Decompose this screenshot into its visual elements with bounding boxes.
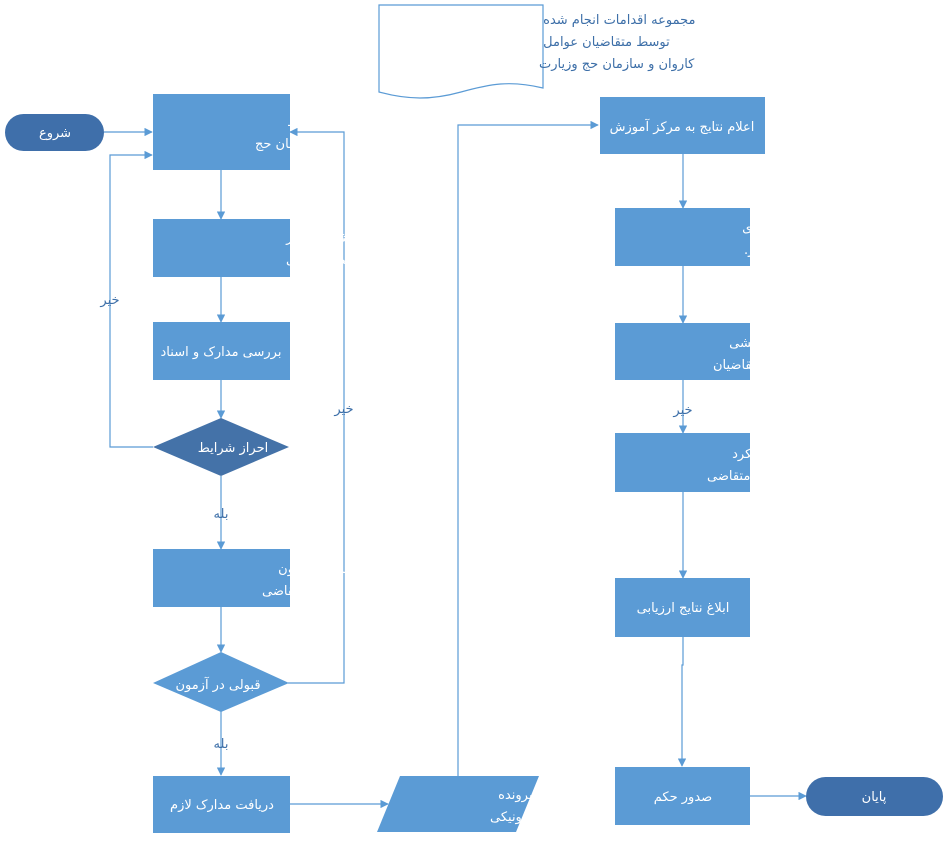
eligibility-label: احراز شرایط xyxy=(198,441,268,456)
node-hold-courses: برگزاری دوره های آموزشی مورد نیاز. xyxy=(615,208,847,266)
take-exam-line-2: توسط متقاضی xyxy=(262,584,343,599)
document-line-2: توسط متقاضیان عوامل xyxy=(543,35,670,50)
evaluate-line-2: متقاضی xyxy=(707,469,750,484)
document-shape xyxy=(378,4,544,99)
edge-eligibility-no xyxy=(109,150,153,448)
decision-pass-exam: قبولی در آزمون xyxy=(153,652,289,712)
document-line-1: مجموعه اقدامات انجام شده xyxy=(543,13,695,28)
take-exam-line-1: شرکت در آزمون xyxy=(278,560,368,577)
node-issue-decree: صدور حکم xyxy=(615,767,750,825)
node-announce-results: اعلام نتایج به مرکز آموزش xyxy=(600,97,765,154)
node-announce-call: اعلام فراخوان توسط سازمان حج xyxy=(153,94,401,170)
svg-text:اعزام آزمایشی متقاضیان: اعزام آزمایشی متقاضیان xyxy=(713,334,810,373)
issue-decree-label: صدور حکم xyxy=(654,790,712,805)
edge-labels: خیر بله خیر بله خیر xyxy=(99,293,692,752)
end-shape xyxy=(806,777,943,816)
svg-text:ثبت مشخصات در سامانه توس: ثبت مشخصات در سامانه توسط متقاضی xyxy=(282,231,408,268)
register-line-2: سامانه توسط متقاضی xyxy=(286,253,408,268)
announce-call-line-1: اعلام فراخوان توسط xyxy=(287,115,401,130)
svg-text:اعلام فراخوان توسط سازما: اعلام فراخوان توسط سازمان حج xyxy=(255,115,401,152)
receive-docs-label: دریافت مدارک لازم xyxy=(170,798,274,813)
connectors xyxy=(104,120,807,809)
node-register: ثبت مشخصات در سامانه توسط متقاضی xyxy=(153,219,408,277)
edge-notify-decree xyxy=(677,637,687,767)
evaluate-line-1: ارزیابی عملکرد xyxy=(732,447,814,462)
start-terminal: شروع xyxy=(5,114,104,151)
edge-confirm-results xyxy=(457,120,599,776)
label-eligibility-yes: بله xyxy=(214,507,229,522)
label-eligibility-no: خیر xyxy=(99,293,119,308)
svg-text:مجموعه اقدامات انجام شده: مجموعه اقدامات انجام شده توسط متقاضیان ع… xyxy=(539,13,695,72)
notify-eval-label: ابلاغ نتایج ارزیابی xyxy=(637,601,730,616)
hold-courses-line-1: برگزاری دوره های xyxy=(742,220,841,236)
announce-call-line-2: سازمان حج xyxy=(255,137,317,152)
review-docs-label: بررسی مدارک و اسناد xyxy=(161,345,282,360)
end-terminal: پایان xyxy=(806,777,943,816)
node-take-exam: شرکت در آزمون توسط متقاضی xyxy=(153,549,369,607)
node-send-test: اعزام آزمایشی متقاضیان xyxy=(615,323,810,380)
svg-text:تائید پرونده الکترونیکی: تائید پرونده الکترونیکی xyxy=(490,788,559,825)
svg-text:برگزاری دوره های آموزشی: برگزاری دوره های آموزشی مورد نیاز. xyxy=(738,220,847,258)
label-exam-yes: بله xyxy=(214,737,229,752)
node-evaluate: ارزیابی عملکرد متقاضی xyxy=(615,433,814,492)
start-label: شروع xyxy=(39,126,71,141)
send-test-line-2: متقاضیان xyxy=(713,358,763,373)
announce-results-label: اعلام نتایج به مرکز آموزش xyxy=(610,118,755,135)
node-review-docs: بررسی مدارک و اسناد xyxy=(153,322,290,380)
node-receive-docs: دریافت مدارک لازم xyxy=(153,776,290,833)
document-line-3: کاروان و سازمان حج وزیارت xyxy=(539,57,695,72)
hold-courses-line-2: آموزشی مورد نیاز. xyxy=(744,241,847,258)
label-send-test-no: خیر xyxy=(672,403,692,418)
register-line-1: ثبت مشخصات در xyxy=(285,231,381,246)
edge-pass-no xyxy=(288,127,345,684)
svg-text:ارزیابی عملکرد متقاضی: ارزیابی عملکرد متقاضی xyxy=(707,447,814,484)
document-note: مجموعه اقدامات انجام شده توسط متقاضیان ع… xyxy=(378,4,695,99)
pass-exam-label: قبولی در آزمون xyxy=(175,676,260,693)
start-shape xyxy=(5,114,104,151)
confirm-file-line-1: تائید پرونده xyxy=(498,788,559,803)
svg-text:شرکت در آزمون توسط متقاض: شرکت در آزمون توسط متقاضی xyxy=(262,560,369,599)
confirm-file-line-2: الکترونیکی xyxy=(490,810,548,825)
label-exam-no: خیر xyxy=(333,402,353,417)
decision-eligibility: احراز شرایط xyxy=(153,418,289,476)
end-label: پایان xyxy=(862,790,887,805)
node-notify-eval: ابلاغ نتایج ارزیابی xyxy=(615,578,750,637)
send-test-line-1: اعزام آزمایشی xyxy=(729,334,810,351)
node-confirm-file: تائید پرونده الکترونیکی xyxy=(377,776,559,832)
